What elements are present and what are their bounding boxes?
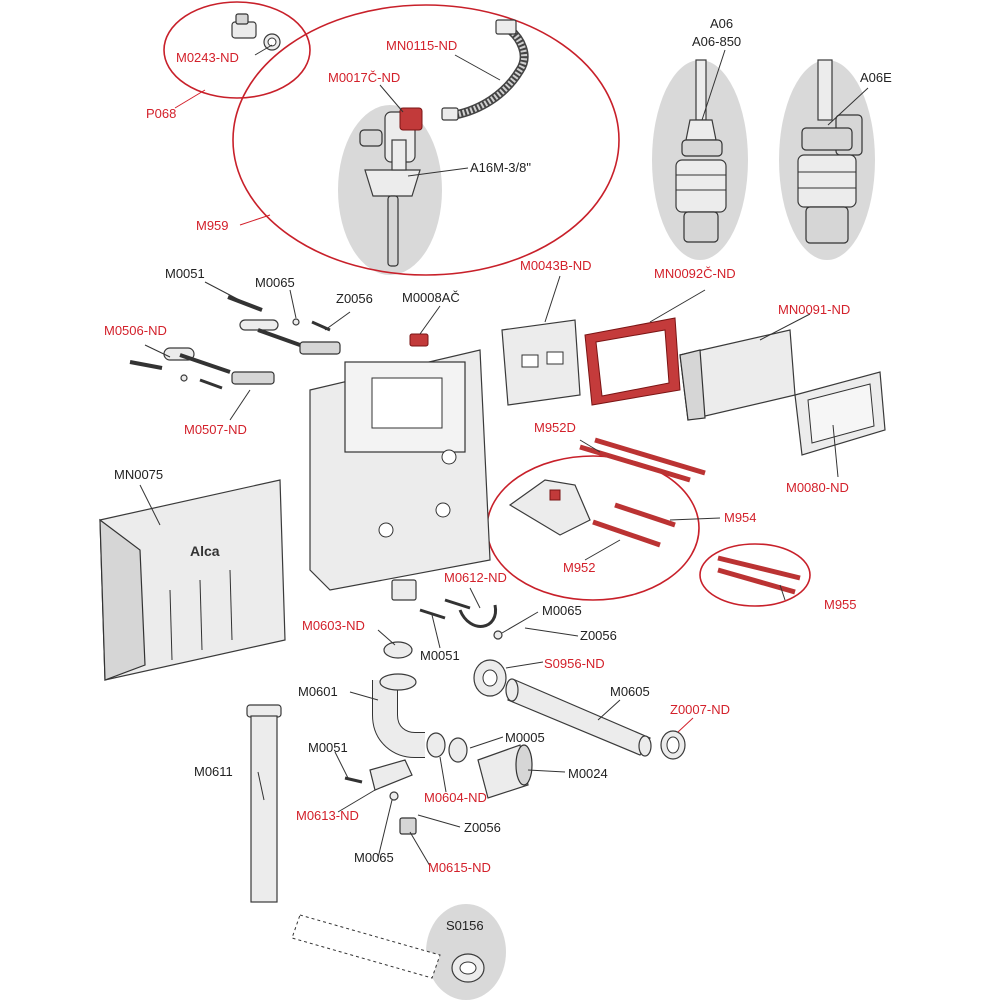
labels: M0243-ND P068 MN0115-ND M0017Č-ND A16M-3… [104,16,892,933]
bracket-m0612 [419,598,503,640]
label-m954: M954 [724,510,757,525]
bracket-m0613 [344,759,413,791]
label-m0615-nd: M0615-ND [428,860,491,875]
screws-m0506 [129,347,275,390]
label-z0056-b: Z0056 [580,628,617,643]
cap-m0024 [477,744,533,799]
pipe-bottom [291,914,441,979]
label-z0056-a: Z0056 [336,291,373,306]
actuator-m952 [508,479,676,548]
drain-valve-a06e [797,59,863,244]
s0156-halo [426,904,506,1000]
seal-z0007 [660,730,686,760]
label-mn0091-nd: MN0091-ND [778,302,850,317]
label-mn0092c-nd: MN0092Č-ND [654,266,736,281]
label-m0051-a: M0051 [165,266,205,281]
frame-mn0092c [584,317,681,406]
label-m0024: M0024 [568,766,608,781]
label-m0605: M0605 [610,684,650,699]
label-mn0075: MN0075 [114,467,163,482]
label-a06e: A06E [860,70,892,85]
label-m0065-a: M0065 [255,275,295,290]
label-m0507-nd: M0507-ND [184,422,247,437]
label-m959: M959 [196,218,229,233]
ring-m0603 [383,641,413,659]
label-a06-850: A06-850 [692,34,741,49]
label-m0603-nd: M0603-ND [302,618,365,633]
label-m0506-nd: M0506-ND [104,323,167,338]
rosette-s0956 [473,659,507,697]
label-m0051-b: M0051 [420,648,460,663]
washer-m0065-c [389,791,399,801]
label-m0043b-nd: M0043B-ND [520,258,592,273]
group-ring-p068 [163,1,311,99]
elbow-m0601 [372,673,425,758]
label-m0005: M0005 [505,730,545,745]
drain-valve-a06 [675,59,727,243]
label-a06: A06 [710,16,733,31]
label-a16m: A16M-3/8" [470,160,531,175]
insulation-box-mn0075: Alca [99,479,286,681]
label-s0156: S0156 [446,918,484,933]
frame-mn0091 [679,329,796,421]
leader-lines [139,44,869,867]
rods-m955 [717,555,801,595]
label-mn0115-nd: MN0115-ND [386,38,457,53]
label-m0017c-nd: M0017Č-ND [328,70,400,85]
label-m0612-nd: M0612-ND [444,570,507,585]
fill-valve-a16m [359,107,423,267]
clip-m0615 [399,817,417,835]
label-p068: P068 [146,106,176,121]
pipe-m0605 [505,678,652,757]
pipe-m0611 [246,704,282,903]
p068-parts [231,13,281,51]
label-m0080-nd: M0080-ND [786,480,849,495]
label-m0008ac: M0008AČ [402,290,460,305]
seal-s0156 [451,953,485,983]
label-m952d: M952D [534,420,576,435]
group-ring-m959 [232,4,620,276]
label-m0065-b: M0065 [542,603,582,618]
group-ring-m952 [486,455,700,601]
label-m0611: M0611 [194,764,233,779]
rods-m952d [579,437,706,483]
frame-m0043b [501,319,581,406]
label-m0604-nd: M0604-ND [424,790,487,805]
button-m0008 [409,333,429,347]
label-s0956-nd: S0956-ND [544,656,605,671]
cistern-tank [309,349,491,601]
label-m0613-nd: M0613-ND [296,808,359,823]
brand-logo: Alca [190,543,220,559]
label-m955: M955 [824,597,857,612]
seals-m0604 [426,732,468,763]
label-z0007-nd: Z0007-ND [670,702,730,717]
label-m952: M952 [563,560,596,575]
label-z0056-c: Z0056 [464,820,501,835]
label-m0243-nd: M0243-ND [176,50,239,65]
group-ring-m955 [699,543,811,607]
frame-m0080 [794,371,886,456]
label-m0051-c: M0051 [308,740,348,755]
mn0115-hose [441,19,529,121]
label-m0601: M0601 [298,684,338,699]
label-m0065-c: M0065 [354,850,394,865]
screws-m0051 [227,295,341,355]
